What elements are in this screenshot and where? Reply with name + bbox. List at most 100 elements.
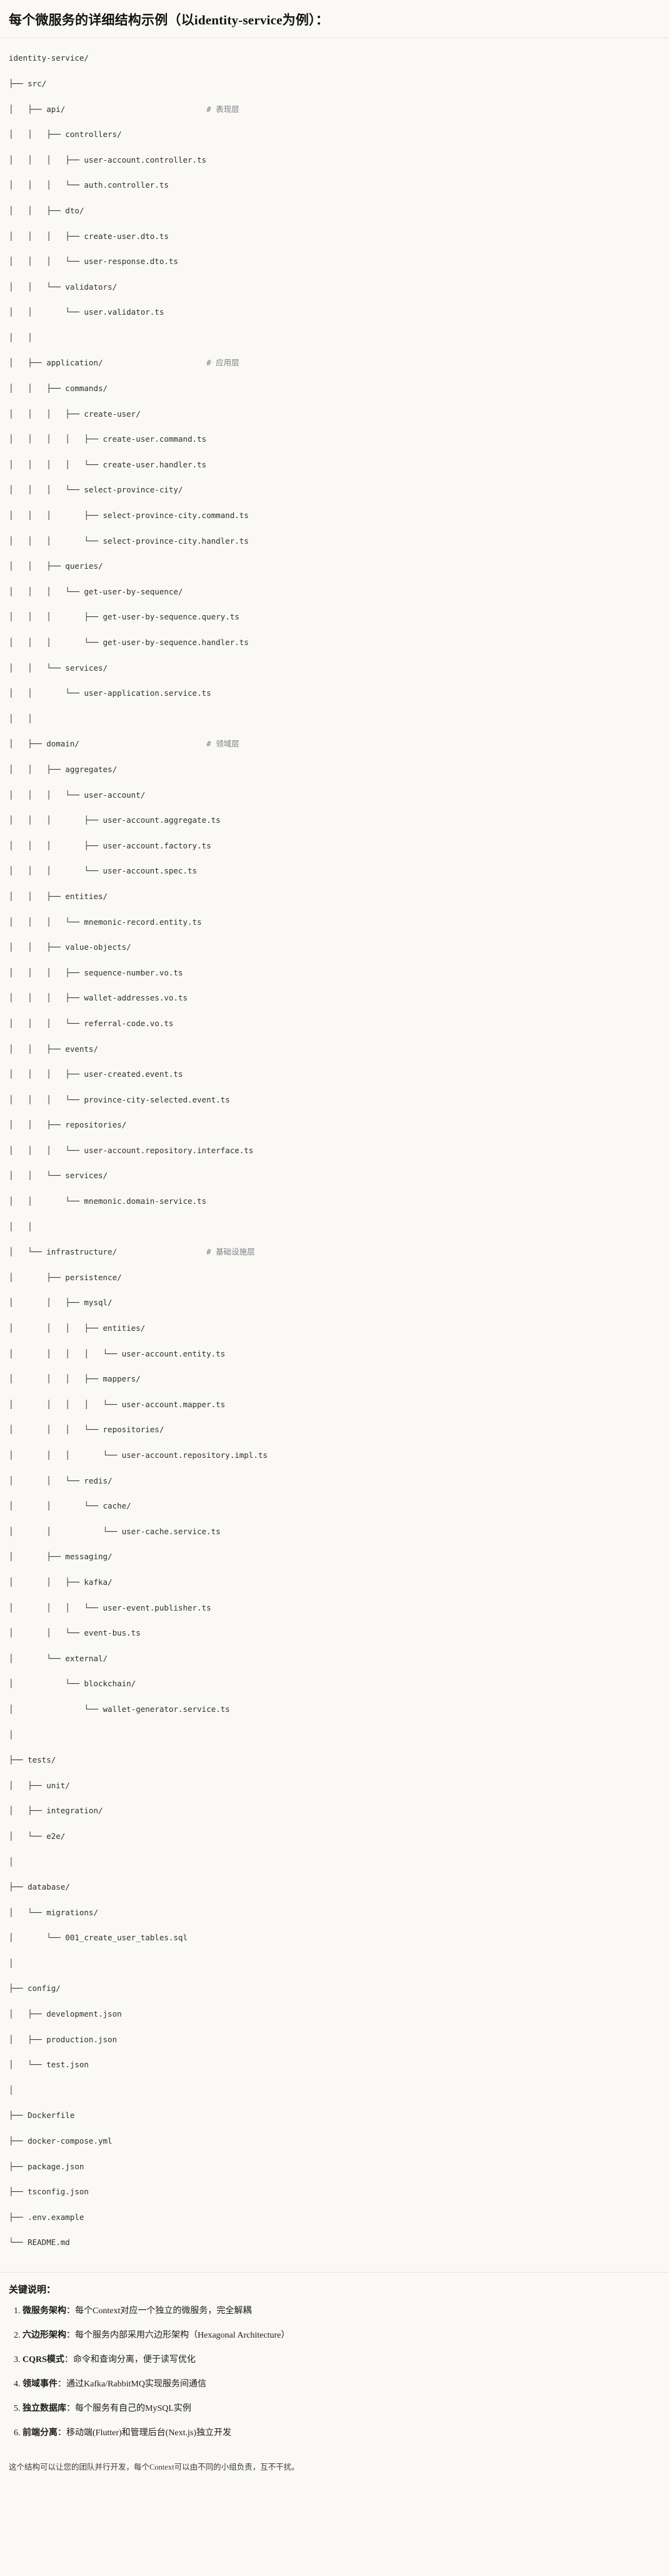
tree-line: │ │ │ ├── user-account.aggregate.ts (9, 815, 221, 825)
key-note-term: 六边形架构 (23, 2331, 66, 2340)
tree-line: ├── docker-compose.yml (9, 2136, 113, 2146)
key-note-item: 独立数据库：每个服务有自己的MySQL实例 (23, 2402, 660, 2415)
tree-line: │ │ │ └── user-response.dto.ts (9, 257, 178, 267)
tree-line-comment: # 领域层 (206, 739, 239, 749)
key-note-description: ：通过Kafka/RabbitMQ实现服务间通信 (58, 2380, 206, 2389)
tree-line: │ │ └── user-application.service.ts (9, 688, 211, 698)
tree-line: │ (9, 1729, 14, 1739)
tree-line: │ │ │ ├── get-user-by-sequence.query.ts (9, 612, 239, 622)
key-note-item: 领域事件：通过Kafka/RabbitMQ实现服务间通信 (23, 2378, 660, 2391)
tree-line-comment: # 表现层 (206, 104, 239, 114)
tree-line: │ │ │ │ └── user-account.entity.ts (9, 1348, 226, 1358)
tree-line: │ │ └── cache/ (9, 1501, 131, 1511)
tree-line: │ │ │ ├── user-account.controller.ts (9, 155, 207, 165)
closing-paragraph: 这个结构可以让您的团队并行开发，每个Context可以由不同的小组负责，互不干扰… (0, 2457, 669, 2486)
tree-line: │ ├── domain/ # 领域层 (9, 739, 239, 749)
page-title: 每个微服务的详细结构示例（以identity-service为例）： (9, 13, 329, 28)
tree-line: │ │ └── validators/ (9, 282, 118, 292)
key-note-item: 前端分离：移动端(Flutter)和管理后台(Next.js)独立开发 (23, 2426, 660, 2440)
tree-line: │ │ ├── entities/ (9, 891, 108, 901)
key-note-description: ：每个Context对应一个独立的微服务，完全解耦 (66, 2306, 252, 2316)
tree-line: │ │ ├── dto/ (9, 205, 84, 215)
key-note-term: 领域事件 (23, 2380, 58, 2389)
tree-line: identity-service/ (9, 53, 89, 63)
tree-line: │ │ ├── commands/ (9, 384, 108, 394)
tree-line: │ │ └── services/ (9, 1171, 108, 1181)
tree-line: │ ├── application/ # 应用层 (9, 358, 239, 368)
tree-line: │ (9, 1856, 14, 1866)
tree-line: │ │ ├── kafka/ (9, 1577, 113, 1587)
tree-line: │ │ │ │ └── user-account.mapper.ts (9, 1399, 226, 1409)
key-note-term: CQRS模式 (23, 2355, 64, 2365)
tree-line: │ │ │ └── get-user-by-sequence.handler.t… (9, 638, 249, 647)
tree-line: │ ├── development.json (9, 2009, 122, 2019)
tree-line: │ │ ├── repositories/ (9, 1120, 127, 1130)
tree-line: │ └── infrastructure/ # 基础设施层 (9, 1247, 255, 1257)
tree-line: │ │ │ └── repositories/ (9, 1425, 164, 1435)
tree-line: │ │ │ ├── create-user/ (9, 409, 141, 419)
tree-line: │ │ ├── value-objects/ (9, 942, 131, 952)
tree-line: │ └── e2e/ (9, 1831, 66, 1841)
tree-line: │ ├── messaging/ (9, 1552, 113, 1562)
document-header: 每个微服务的详细结构示例（以identity-service为例）： (0, 0, 669, 39)
tree-line: ├── package.json (9, 2161, 84, 2171)
tree-line: │ │ └── user-cache.service.ts (9, 1526, 221, 1536)
tree-line: │ │ │ └── select-province-city.handler.t… (9, 536, 249, 546)
tree-line: │ │ │ ├── create-user.dto.ts (9, 231, 169, 241)
tree-line: │ (9, 2085, 14, 2095)
key-note-item: 微服务架构：每个Context对应一个独立的微服务，完全解耦 (23, 2304, 660, 2318)
tree-line: ├── config/ (9, 1983, 61, 1993)
tree-line: ├── src/ (9, 78, 47, 88)
tree-line: ├── .env.example (9, 2212, 84, 2222)
tree-line: │ │ ├── events/ (9, 1044, 98, 1054)
tree-line: │ │ │ └── province-city-selected.event.t… (9, 1094, 230, 1104)
tree-line: │ │ │ ├── mappers/ (9, 1374, 141, 1384)
key-note-item: 六边形架构：每个服务内部采用六边形架构（Hexagonal Architectu… (23, 2329, 660, 2342)
tree-line: │ │ ├── queries/ (9, 561, 103, 571)
document-page: 每个微服务的详细结构示例（以identity-service为例）： ident… (0, 0, 669, 2486)
tree-line: │ ├── api/ # 表现层 (9, 104, 239, 114)
tree-line: │ │ ├── mysql/ (9, 1298, 113, 1308)
tree-line: │ │ └── event-bus.ts (9, 1628, 141, 1638)
key-note-description: ：命令和查询分离，便于读写优化 (64, 2355, 196, 2365)
tree-line: │ │ │ ├── entities/ (9, 1323, 146, 1333)
tree-line: │ │ │ ├── user-created.event.ts (9, 1069, 183, 1079)
closing-text: 这个结构可以让您的团队并行开发，每个Context可以由不同的小组负责，互不干扰… (9, 2463, 299, 2472)
tree-line: │ │ ├── aggregates/ (9, 764, 118, 774)
tree-line: │ │ │ │ ├── create-user.command.ts (9, 434, 207, 444)
tree-line: │ ├── persistence/ (9, 1272, 122, 1282)
tree-line: │ │ │ └── user-event.publisher.ts (9, 1602, 211, 1612)
tree-line: │ └── wallet-generator.service.ts (9, 1704, 230, 1714)
tree-line: │ │ │ └── select-province-city/ (9, 485, 183, 495)
key-note-term: 前端分离 (23, 2428, 58, 2438)
key-note-term: 独立数据库 (23, 2404, 66, 2413)
tree-line: │ │ │ └── auth.controller.ts (9, 180, 169, 190)
directory-tree: identity-service/ ├── src/ │ ├── api/ # … (9, 52, 660, 2262)
tree-line: ├── tsconfig.json (9, 2187, 89, 2197)
tree-line: │ │ ├── controllers/ (9, 130, 122, 140)
tree-line: │ │ │ └── get-user-by-sequence/ (9, 586, 183, 596)
key-note-term: 微服务架构 (23, 2306, 66, 2316)
key-notes-title: 关键说明： (9, 2285, 56, 2295)
key-notes-block: 关键说明： 微服务架构：每个Context对应一个独立的微服务，完全解耦六边形架… (0, 2272, 669, 2457)
tree-line: ├── tests/ (9, 1755, 56, 1765)
tree-line: │ │ │ └── referral-code.vo.ts (9, 1018, 174, 1028)
tree-line: │ │ │ └── mnemonic-record.entity.ts (9, 917, 202, 927)
tree-line: │ │ │ └── user-account.repository.interf… (9, 1145, 254, 1155)
tree-line: │ └── migrations/ (9, 1907, 98, 1917)
tree-line: │ └── external/ (9, 1653, 108, 1663)
tree-line: │ │ (9, 1221, 33, 1231)
directory-tree-block: identity-service/ ├── src/ │ ├── api/ # … (0, 38, 669, 2272)
tree-line: ├── database/ (9, 1882, 70, 1892)
tree-line: │ └── test.json (9, 2060, 89, 2070)
key-note-description: ：每个服务内部采用六边形架构（Hexagonal Architecture） (66, 2331, 290, 2340)
tree-line: │ │ └── mnemonic.domain-service.ts (9, 1196, 207, 1206)
tree-line-comment: # 应用层 (206, 358, 239, 368)
tree-line: ├── Dockerfile (9, 2110, 75, 2120)
tree-line: │ │ │ └── user-account.spec.ts (9, 866, 198, 876)
tree-line: │ │ (9, 713, 33, 723)
tree-line: │ │ └── user.validator.ts (9, 307, 164, 317)
tree-line: │ ├── production.json (9, 2034, 118, 2044)
key-note-description: ：移动端(Flutter)和管理后台(Next.js)独立开发 (58, 2428, 232, 2438)
tree-line: │ │ │ │ └── create-user.handler.ts (9, 459, 207, 469)
